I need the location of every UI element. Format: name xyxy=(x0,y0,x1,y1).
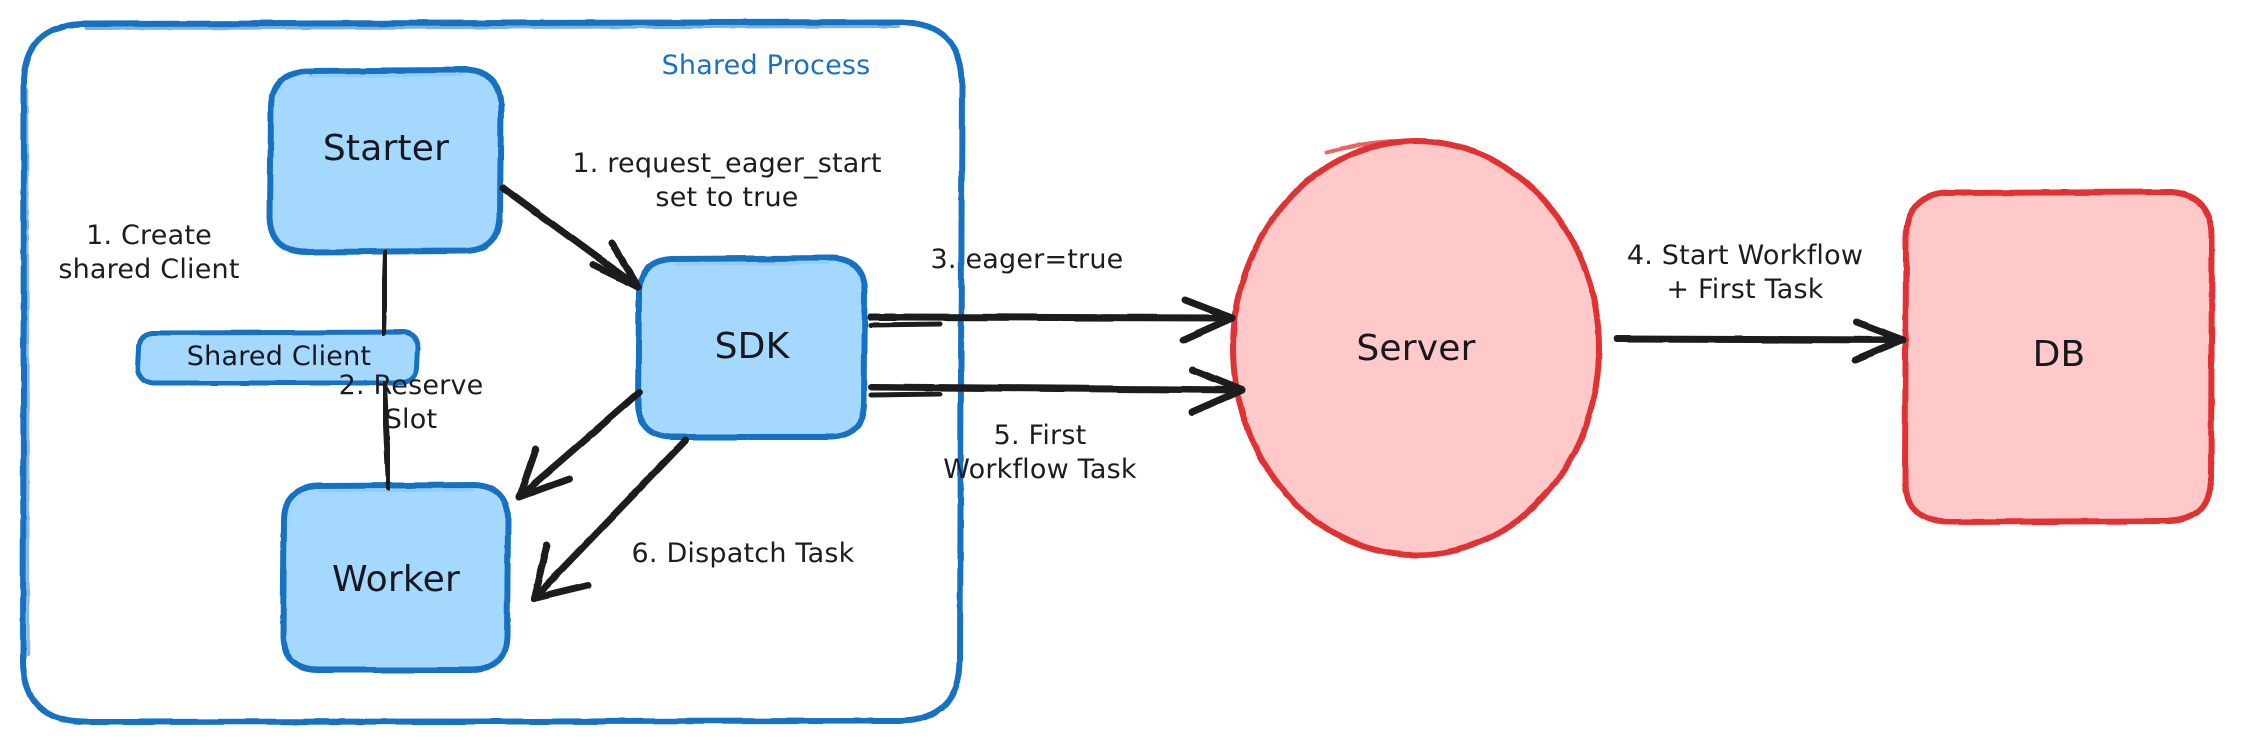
edge-label-request-eager-start-line1: 1. request_eager_start xyxy=(572,148,882,179)
edge-label-start-workflow-line2: + First Task xyxy=(1666,274,1824,305)
edge-label-start-workflow-line1: 4. Start Workflow xyxy=(1626,240,1864,271)
edge-first-workflow-task xyxy=(867,366,1246,416)
edge-label-first-workflow-task-line2: Workflow Task xyxy=(943,454,1137,485)
node-label-worker: Worker xyxy=(331,559,461,600)
edge-request-eager-start xyxy=(499,184,642,291)
node-worker-shape[interactable] xyxy=(280,482,511,673)
edge-label-reserve-slot-line1: 2. Reserve xyxy=(338,370,484,401)
node-starter-shape[interactable] xyxy=(267,67,504,255)
edge-label-create-shared-client-line2: shared Client xyxy=(58,254,240,285)
edge-reserve-slot xyxy=(515,388,644,501)
edge-label-create-shared-client-line1: 1. Create xyxy=(86,220,212,251)
edge-shared-client-worker xyxy=(381,381,392,490)
node-shared-client-shape[interactable] xyxy=(135,329,421,386)
edge-label-first-workflow-task-line1: 5. First xyxy=(993,420,1087,451)
edge-dispatch-task xyxy=(530,436,690,602)
edge-label-reserve-slot-line2: Slot xyxy=(384,404,438,435)
edge-label-dispatch-task: 6. Dispatch Task xyxy=(631,538,855,569)
edge-eager-true xyxy=(867,296,1236,344)
node-label-shared-client: Shared Client xyxy=(186,341,372,372)
node-label-db: DB xyxy=(2032,334,2086,375)
shared-process-title: Shared Process xyxy=(661,50,871,81)
edge-start-workflow-db xyxy=(1613,318,1907,364)
edge-label-request-eager-start-line2: set to true xyxy=(655,182,799,213)
node-sdk-shape[interactable] xyxy=(635,255,868,440)
node-label-sdk: SDK xyxy=(714,326,790,367)
node-label-starter: Starter xyxy=(322,128,450,169)
node-db-shape[interactable] xyxy=(1902,189,2215,525)
edge-create-shared-client xyxy=(380,250,389,336)
node-server-shape[interactable] xyxy=(1230,138,1602,558)
node-label-server: Server xyxy=(1356,328,1476,369)
shared-process-container xyxy=(20,19,965,725)
edge-label-eager-true: 3. eager=true xyxy=(930,244,1124,275)
